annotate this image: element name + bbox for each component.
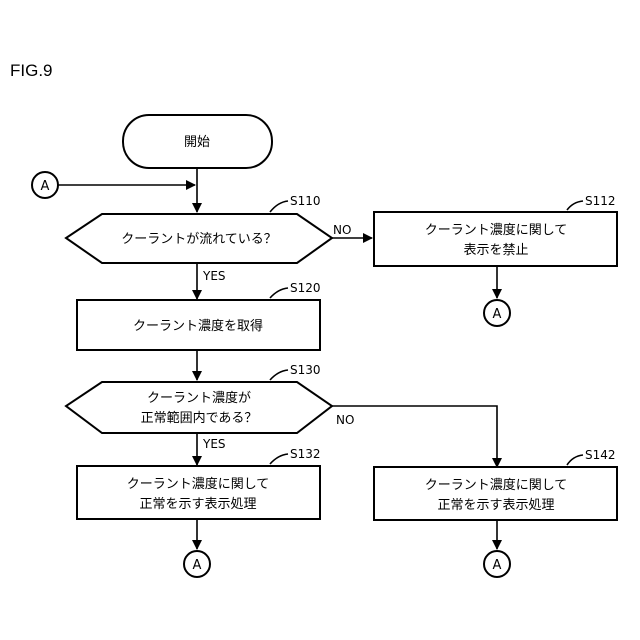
process-s142: クーラント濃度に関して 正常を示す表示処理 [374,467,617,520]
flow-s130-no [332,406,497,467]
connector-a-s142: A [484,551,510,577]
s120-step-id: S120 [290,281,321,295]
connector-label: A [493,558,502,573]
s110-leader [270,201,288,212]
s130-line2: 正常範囲内である？ [141,410,258,426]
s112-step-id: S112 [585,194,616,208]
s130-yes-label: YES [202,437,226,451]
decision-s130: クーラント濃度が 正常範囲内である？ [66,382,332,433]
s112-line1: クーラント濃度に関して [425,222,568,238]
s132-step-id: S132 [290,447,321,461]
s120-text: クーラント濃度を取得 [133,318,263,334]
process-s120: クーラント濃度を取得 [77,300,320,350]
s110-no-label: NO [333,223,351,237]
connector-a-entry: A [32,172,58,198]
connector-label: A [493,307,502,322]
s132-line2: 正常を示す表示処理 [139,497,256,512]
s142-line1: クーラント濃度に関して [425,477,568,493]
start-label: 開始 [184,135,210,150]
connector-a-s132: A [184,551,210,577]
s130-step-id: S130 [290,363,321,377]
connector-label: A [193,558,202,573]
s110-text: クーラントが流れている？ [121,232,277,247]
connector-label: A [41,179,50,194]
connector-a-s112: A [484,300,510,326]
s142-leader [567,455,583,465]
s110-yes-label: YES [202,269,226,283]
s132-line1: クーラント濃度に関して [127,476,270,492]
decision-s110: クーラントが流れている？ [66,214,332,263]
s112-line2: 表示を禁止 [463,243,528,258]
s130-line1: クーラント濃度が [147,390,251,406]
s110-step-id: S110 [290,194,321,208]
s130-leader [270,370,288,380]
s112-leader [567,201,583,210]
s142-step-id: S142 [585,448,616,462]
process-s132: クーラント濃度に関して 正常を示す表示処理 [77,466,320,519]
s120-leader [270,288,288,298]
s142-line2: 正常を示す表示処理 [437,498,554,513]
s130-no-label: NO [336,413,354,427]
s132-leader [270,454,288,464]
figure-label: FIG.9 [10,61,53,80]
start-terminal: 開始 [123,115,272,168]
process-s112: クーラント濃度に関して 表示を禁止 [374,212,617,266]
